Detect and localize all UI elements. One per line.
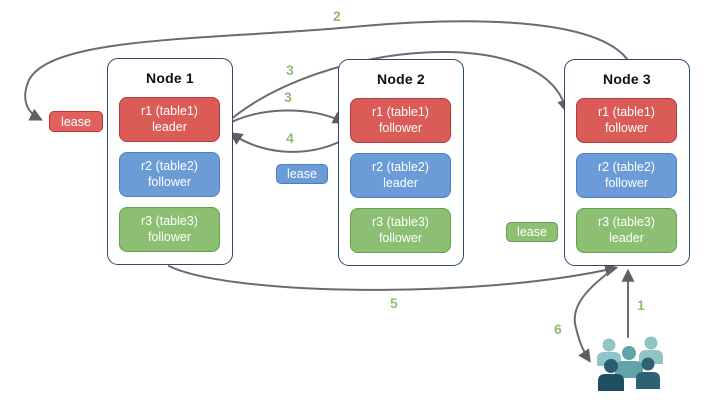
replica-label: r2 (table2) xyxy=(598,159,655,174)
step-label-3b: 3 xyxy=(284,89,292,105)
replica-role: follower xyxy=(378,230,423,245)
node-2-replica-r2: r2 (table2) leader xyxy=(350,153,451,198)
lease-badge-green: lease xyxy=(506,222,558,242)
node-1-title: Node 1 xyxy=(146,70,194,86)
replica-label: r1 (table1) xyxy=(141,103,198,118)
replica-label: r1 (table1) xyxy=(372,104,429,119)
replica-role: follower xyxy=(147,229,192,244)
step-label-3a: 3 xyxy=(286,62,294,78)
node-2-replica-r3: r3 (table3) follower xyxy=(350,208,451,253)
replica-label: r3 (table3) xyxy=(598,214,655,229)
replica-label: r3 (table3) xyxy=(372,214,429,229)
node-1-replica-r2: r2 (table2) follower xyxy=(119,152,220,197)
replica-role: follower xyxy=(604,120,649,135)
step-label-5: 5 xyxy=(390,295,398,311)
node-1-replica-r1: r1 (table1) leader xyxy=(119,97,220,142)
step-label-2: 2 xyxy=(333,8,341,24)
node-2-title: Node 2 xyxy=(377,71,425,87)
step-label-1: 1 xyxy=(637,297,645,313)
node-2: Node 2 r1 (table1) follower r2 (table2) … xyxy=(338,59,464,266)
replica-role: leader xyxy=(152,119,187,134)
replica-role: follower xyxy=(378,120,423,135)
node-2-replica-r1: r1 (table1) follower xyxy=(350,98,451,143)
replica-role: leader xyxy=(383,175,418,190)
users-group-icon xyxy=(597,336,663,391)
replica-label: r2 (table2) xyxy=(141,158,198,173)
node-3: Node 3 r1 (table1) follower r2 (table2) … xyxy=(564,59,690,266)
step-label-4: 4 xyxy=(286,130,294,146)
replica-role: follower xyxy=(604,175,649,190)
replica-role: follower xyxy=(147,174,192,189)
node-1: Node 1 r1 (table1) leader r2 (table2) fo… xyxy=(107,58,233,265)
node-1-replica-r3: r3 (table3) follower xyxy=(119,207,220,252)
step-label-6: 6 xyxy=(554,321,562,337)
lease-badge-red: lease xyxy=(49,111,103,132)
arrow-step-3-leader-to-node2 xyxy=(223,109,346,127)
node-3-replica-r3: r3 (table3) leader xyxy=(576,208,677,253)
replica-label: r3 (table3) xyxy=(141,213,198,228)
arrow-step-5-node1-to-node3 xyxy=(168,263,619,291)
lease-badge-blue: lease xyxy=(276,164,328,184)
node-3-replica-r1: r1 (table1) follower xyxy=(576,98,677,143)
replica-label: r1 (table1) xyxy=(598,104,655,119)
node-3-replica-r2: r2 (table2) follower xyxy=(576,153,677,198)
replica-role: leader xyxy=(609,230,644,245)
node-3-title: Node 3 xyxy=(603,71,651,87)
replica-label: r2 (table2) xyxy=(372,159,429,174)
